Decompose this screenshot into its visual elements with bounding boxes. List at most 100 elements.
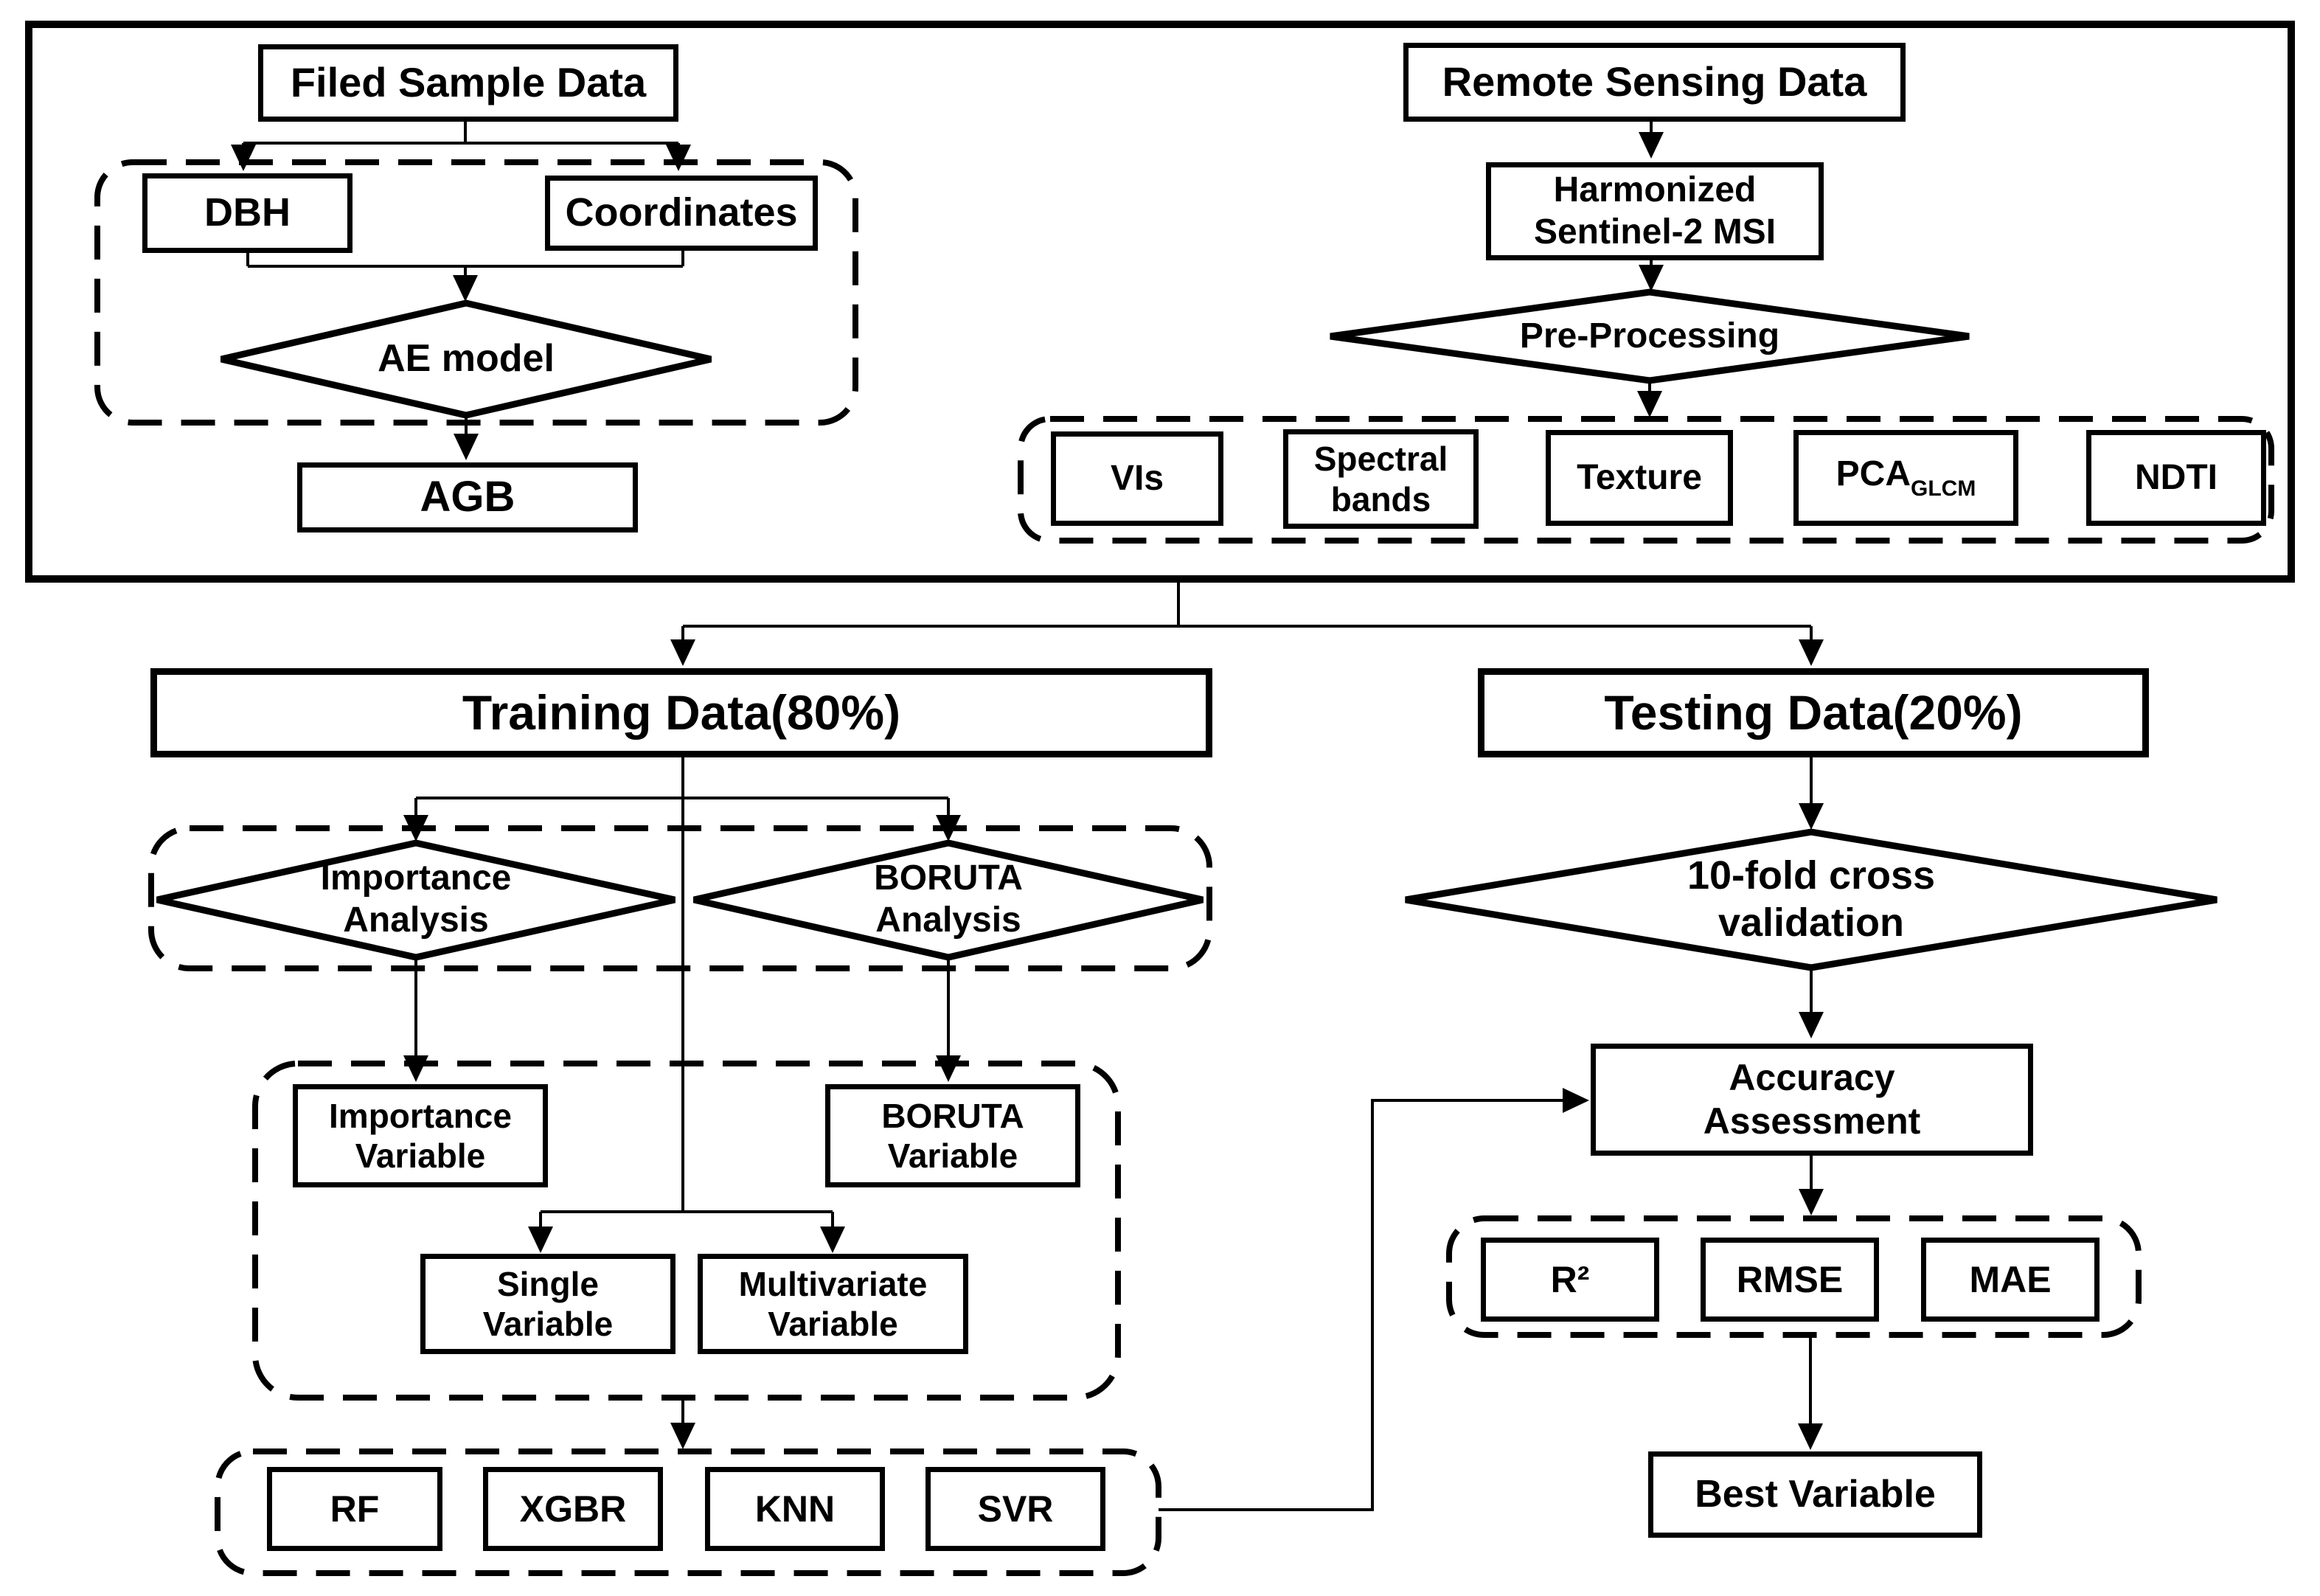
diamond-label: Pre-Processing: [1519, 316, 1780, 355]
arrowhead: [1799, 1012, 1824, 1038]
node-svr: SVR: [925, 1467, 1105, 1551]
node-label: Harmonized Sentinel-2 MSI: [1533, 170, 1777, 251]
node-accuracy-assessment: Accuracy Assessment: [1591, 1044, 2033, 1156]
node-texture: Texture: [1546, 430, 1733, 526]
node-coordinates: Coordinates: [545, 176, 818, 251]
dashed-containers: [94, 159, 2274, 1576]
node-label: SVR: [977, 1488, 1054, 1530]
node-label: Texture: [1577, 457, 1702, 497]
container-variables: [252, 1061, 1121, 1401]
node-xgbr: XGBR: [483, 1467, 663, 1551]
container-field-inputs: [94, 159, 858, 426]
node-label: Testing Data(20%): [1604, 684, 2023, 740]
arrowhead: [1639, 265, 1664, 291]
node-label: Spectral bands: [1313, 440, 1448, 518]
node-remote-sensing-data: Remote Sensing Data: [1403, 43, 1906, 122]
arrowhead: [1639, 132, 1664, 159]
diamond-ae-model: [220, 299, 712, 419]
diamond-pre-processing: [1330, 288, 1970, 384]
node-label: XGBR: [519, 1488, 627, 1530]
node-knn: KNN: [705, 1467, 885, 1551]
label-cross-validation: 10-fold cross validation: [1590, 841, 2032, 959]
container-models: [215, 1448, 1161, 1576]
node-best-variable: Best Variable: [1648, 1451, 1982, 1538]
label-importance-analysis: Importance Analysis: [268, 844, 563, 955]
arrowhead: [453, 275, 478, 302]
node-label: Accuracy Assessment: [1703, 1057, 1921, 1142]
node-label: NDTI: [2135, 457, 2217, 497]
node-label: RMSE: [1736, 1258, 1844, 1300]
node-spectral-bands: Spectral bands: [1283, 429, 1479, 529]
arrowhead: [1799, 803, 1824, 830]
node-label: Training Data(80%): [462, 684, 901, 740]
node-label: DBH: [204, 190, 291, 235]
node-label: Multivariate Variable: [738, 1264, 928, 1343]
diamond-label: 10-fold cross validation: [1687, 853, 1936, 945]
arrowhead: [936, 1055, 961, 1082]
diamond-shapes: [156, 288, 2217, 971]
container-metrics: [1446, 1215, 2142, 1338]
node-pca-glcm: PCAGLCM: [1793, 430, 2018, 526]
label-boruta-analysis: BORUTA Analysis: [801, 844, 1096, 955]
node-label: Importance Variable: [329, 1096, 512, 1175]
node-label: Best Variable: [1695, 1472, 1936, 1516]
arrowhead: [1637, 391, 1662, 417]
arrowhead: [820, 1227, 845, 1253]
diamond-cross-validation: [1405, 828, 2217, 971]
node-rmse: RMSE: [1701, 1238, 1879, 1322]
arrowhead: [403, 1055, 428, 1082]
arrowhead: [670, 1423, 695, 1449]
node-rf: RF: [267, 1467, 442, 1551]
node-label: VIs: [1110, 458, 1164, 498]
node-importance-variable: Importance Variable: [293, 1084, 548, 1187]
node-testing-data: Testing Data(20%): [1478, 668, 2149, 757]
container-rs-features: [1018, 416, 2274, 544]
diamond-label: BORUTA Analysis: [874, 858, 1023, 940]
node-label: Coordinates: [565, 190, 798, 235]
node-filed-sample-data: Filed Sample Data: [258, 44, 678, 122]
node-mae: MAE: [1921, 1238, 2100, 1322]
diamond-boruta-analysis: [693, 839, 1204, 961]
outer-border: [25, 21, 2295, 583]
node-label: PCAGLCM: [1836, 454, 1976, 502]
connector-lines: [242, 122, 1813, 1511]
node-label: RF: [330, 1488, 380, 1530]
pca-base-text: PCA: [1835, 454, 1911, 494]
arrowhead: [528, 1227, 553, 1253]
diamond-label: AE model: [378, 337, 555, 381]
node-dbh: DBH: [142, 173, 352, 253]
node-harmonized-sentinel2: Harmonized Sentinel-2 MSI: [1486, 162, 1824, 260]
node-boruta-variable: BORUTA Variable: [825, 1084, 1080, 1187]
arrowhead: [1563, 1088, 1589, 1113]
diamond-label: Importance Analysis: [320, 858, 512, 940]
arrowhead: [1799, 639, 1824, 666]
node-agb: AGB: [297, 462, 638, 532]
diamond-importance-analysis: [156, 839, 675, 961]
node-label: AGB: [420, 473, 515, 521]
node-label: MAE: [1969, 1258, 2052, 1300]
node-multivariate-variable: Multivariate Variable: [698, 1254, 968, 1354]
label-ae-model: AE model: [282, 322, 650, 396]
label-pre-processing: Pre-Processing: [1465, 307, 1834, 366]
node-training-data: Training Data(80%): [150, 668, 1212, 757]
node-r2: R²: [1481, 1238, 1659, 1322]
arrowhead: [231, 145, 256, 171]
node-vis: VIs: [1051, 431, 1223, 526]
node-label: BORUTA Variable: [881, 1096, 1024, 1175]
node-label: Single Variable: [482, 1264, 614, 1343]
arrowhead: [670, 639, 695, 666]
arrowhead: [454, 434, 479, 460]
node-label: R²: [1550, 1258, 1590, 1300]
connector-line-models-to-accuracy: [1159, 1099, 1563, 1511]
node-ndti: NDTI: [2086, 430, 2266, 526]
node-single-variable: Single Variable: [420, 1254, 675, 1354]
arrowhead: [1799, 1189, 1824, 1215]
pca-subscript: GLCM: [1911, 476, 1976, 502]
node-label: KNN: [754, 1488, 836, 1530]
node-label: Filed Sample Data: [290, 59, 647, 106]
node-label: Remote Sensing Data: [1442, 58, 1867, 105]
arrowhead: [666, 145, 691, 171]
arrowhead: [1798, 1423, 1823, 1450]
